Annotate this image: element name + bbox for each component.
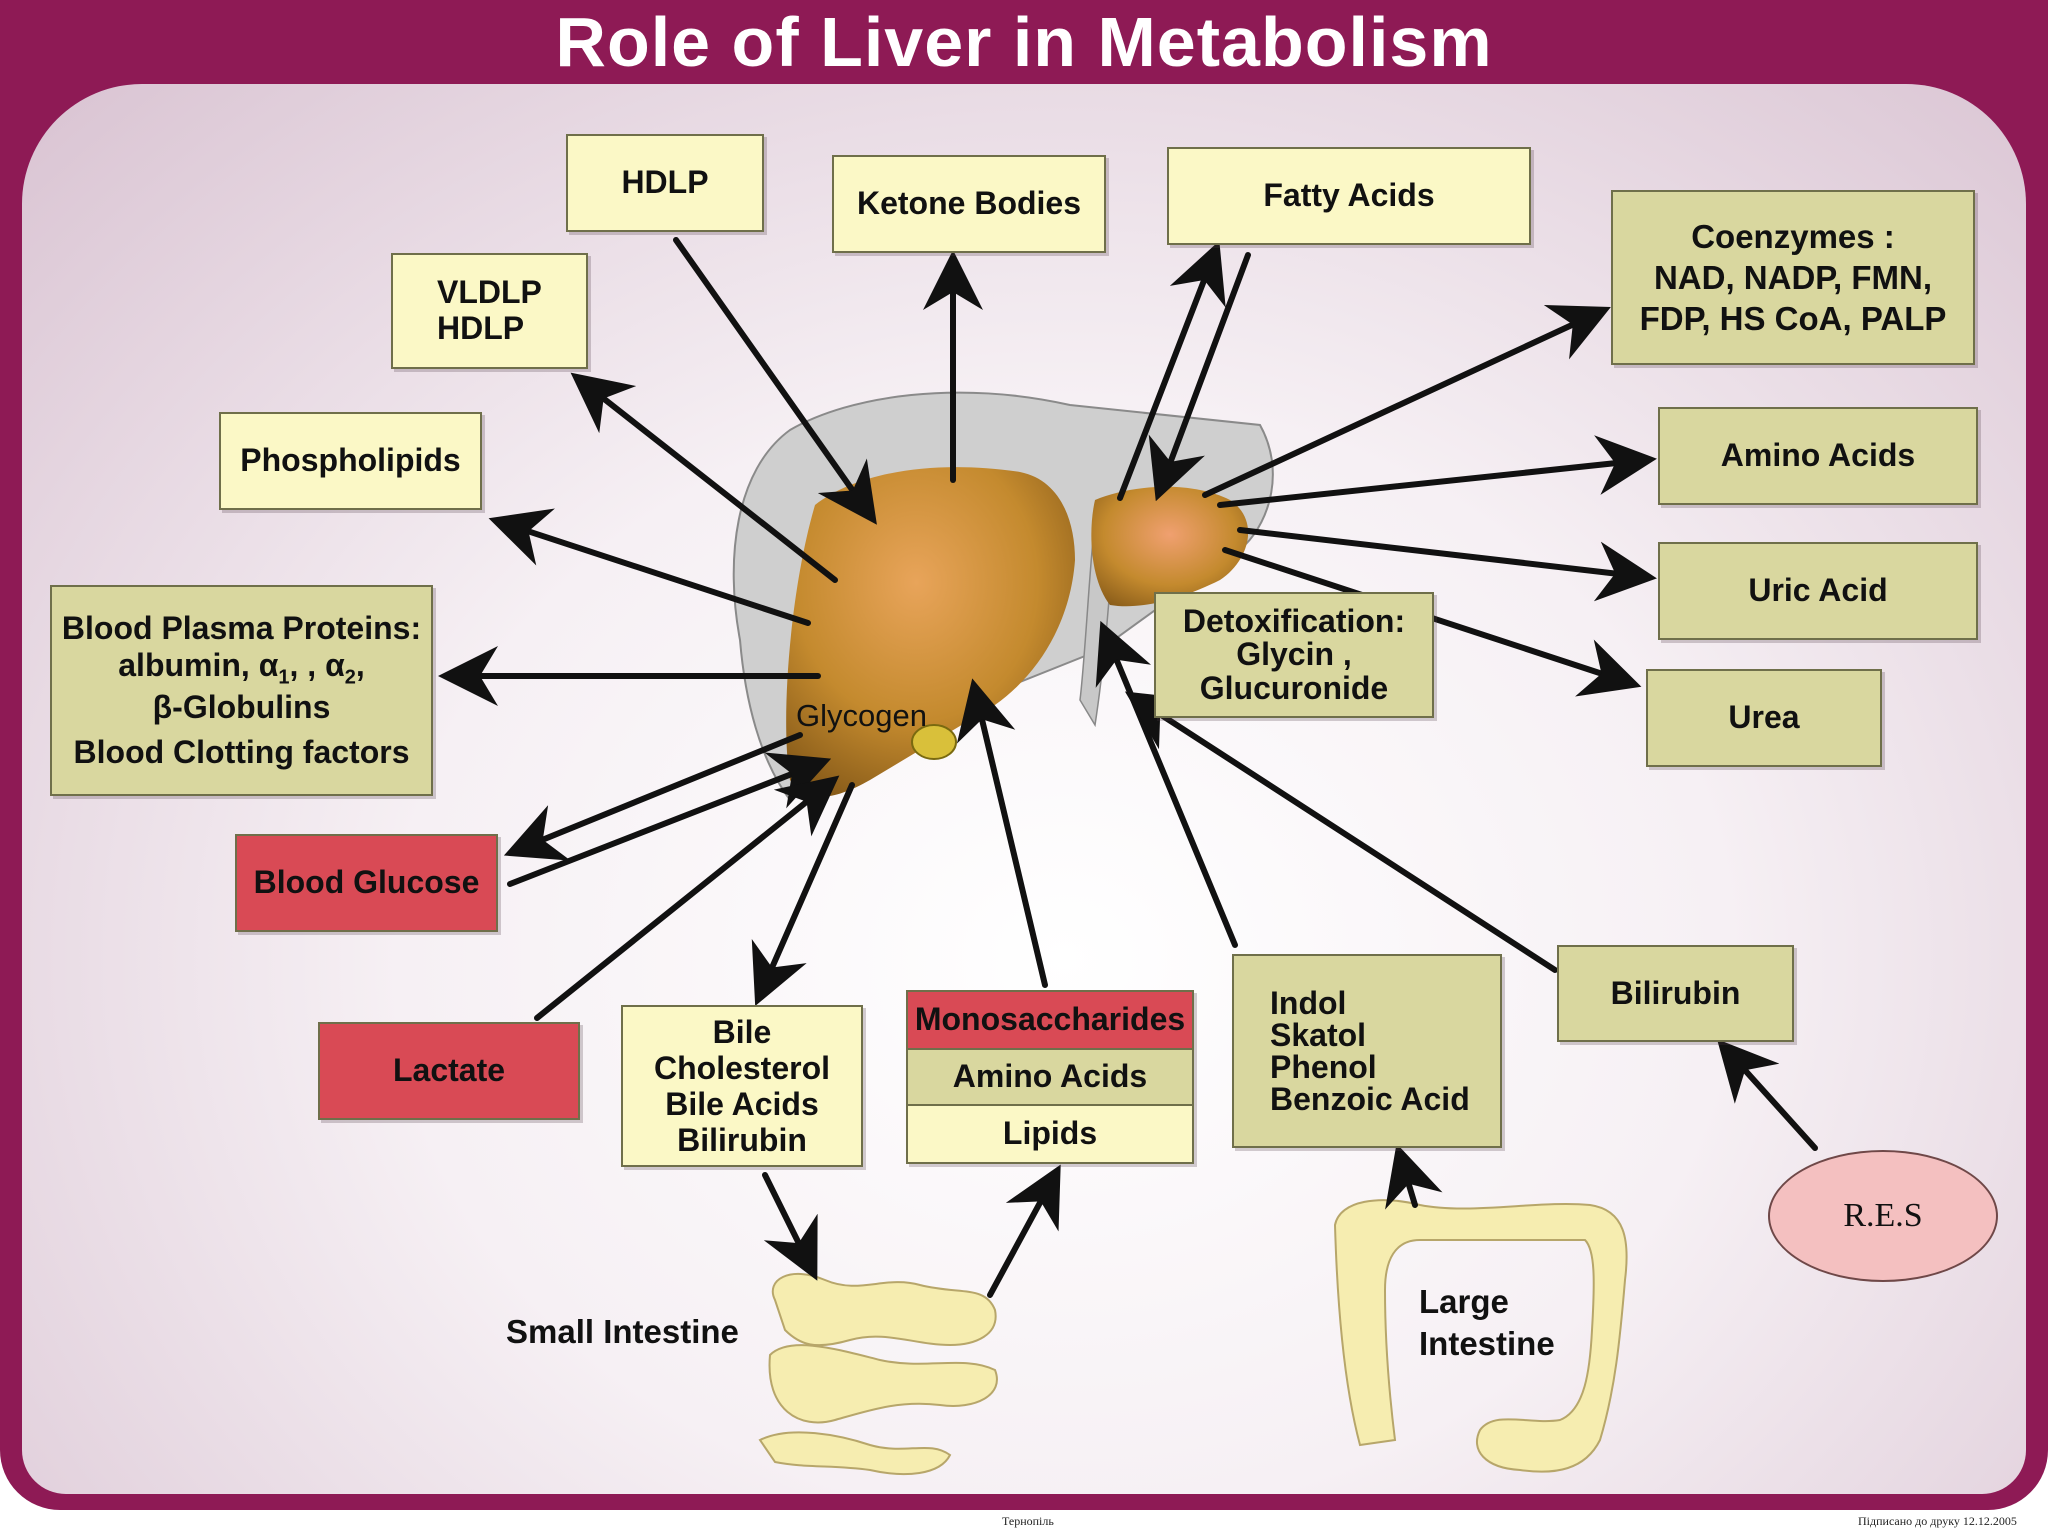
- bile-acids: Bile Acids: [665, 1086, 819, 1122]
- arrow-small-intestine-to-mono: [987, 1164, 1061, 1298]
- arrow-to-glucose: [503, 732, 803, 861]
- ketone-bodies-box: Ketone Bodies: [832, 155, 1106, 253]
- lipids-row: Lipids: [908, 1104, 1192, 1162]
- footer-center-text: Тернопіль: [1002, 1514, 1054, 1528]
- lipids-label: Lipids: [1002, 1115, 1098, 1152]
- monosaccharides-label: Monosaccharides: [914, 1001, 1186, 1038]
- arrow-to-bile: [751, 782, 855, 1006]
- bilirubin-box: Bilirubin: [1557, 945, 1794, 1042]
- vldlp-box: VLDLP HDLP: [391, 253, 588, 369]
- small-intestine-label: Small Intestine: [506, 1313, 739, 1350]
- hdlp-box: HDLP: [566, 134, 764, 232]
- arrow-to-uric: [1237, 527, 1657, 602]
- large-intestine-label-2: Intestine: [1419, 1325, 1555, 1362]
- amino-acids-out-box: Amino Acids: [1658, 407, 1978, 505]
- benzoic-acid-label: Benzoic Acid: [1270, 1081, 1470, 1117]
- amino-acids-in-label: Amino Acids: [952, 1058, 1148, 1095]
- indol-box: Indol Skatol Phenol Benzoic Acid: [1232, 954, 1502, 1148]
- arrow-to-fatty: [1117, 240, 1226, 501]
- uric-acid-box: Uric Acid: [1658, 542, 1978, 640]
- page-title: Role of Liver in Metabolism: [555, 3, 1493, 81]
- detoxification-glycin: Glycin ,: [1236, 636, 1352, 673]
- glycogen-label: Glycogen: [796, 698, 927, 733]
- plasma-proteins-title: Blood Plasma Proteins:: [61, 609, 422, 646]
- bile-bilirubin: Bilirubin: [677, 1122, 807, 1159]
- arrow-from-bilirubin: [1124, 691, 1558, 973]
- arrow-from-fatty: [1148, 252, 1251, 502]
- vldlp-label: VLDLP: [437, 274, 542, 311]
- bilirubin-label: Bilirubin: [1610, 974, 1741, 1011]
- arrow-bile-to-small-intestine: [762, 1172, 818, 1281]
- blood-glucose-box: Blood Glucose: [235, 834, 498, 932]
- arrow-from-mono: [956, 678, 1048, 988]
- plasma-proteins-box: Blood Plasma Proteins: albumin, α1, , α2…: [50, 585, 433, 796]
- arrow-to-phospholipids: [488, 508, 811, 626]
- detoxification-glucuronide: Glucuronide: [1199, 669, 1389, 706]
- plasma-proteins-clotting: Blood Clotting factors: [73, 734, 410, 771]
- arrow-to-vldlp: [570, 372, 838, 583]
- bile-label: Bile: [712, 1013, 772, 1050]
- plasma-proteins-albumin: albumin, α1, , α2,: [118, 646, 365, 689]
- arrows: [438, 237, 1818, 1298]
- detoxification-title: Detoxification:: [1182, 602, 1406, 639]
- hdlp-label: HDLP: [621, 164, 709, 201]
- indol-label: Indol: [1270, 985, 1347, 1021]
- footer-right-text: Підписано до друку 12.12.2005: [1858, 1514, 2017, 1528]
- arrow-res-to-bilirubin: [1716, 1039, 1818, 1151]
- coenzymes-box: Coenzymes : NAD, NADP, FMN, FDP, HS CoA,…: [1611, 190, 1975, 365]
- bile-box: Bile Cholesterol Bile Acids Bilirubin: [621, 1005, 863, 1167]
- res-ellipse: R.E.S: [1768, 1150, 1998, 1282]
- large-intestine-illustration: [1333, 1199, 1628, 1473]
- vldlp-hdlp-label: HDLP: [437, 310, 525, 346]
- large-intestine-label-1: Large: [1419, 1283, 1509, 1320]
- fatty-acids-box: Fatty Acids: [1167, 147, 1531, 245]
- arrow-from-lactate: [534, 775, 840, 1021]
- coenzymes-line-2: NAD, NADP, FMN,: [1653, 258, 1933, 296]
- arrow-from-glucose: [507, 752, 832, 887]
- arrow-to-coenzymes: [1202, 304, 1611, 498]
- coenzymes-title: Coenzymes :: [1691, 217, 1895, 255]
- urea-label: Urea: [1728, 699, 1800, 736]
- lactate-label: Lactate: [392, 1052, 506, 1089]
- amino-acids-in-row: Amino Acids: [908, 1048, 1192, 1104]
- phospholipids-label: Phospholipids: [240, 442, 461, 479]
- lactate-box: Lactate: [318, 1022, 580, 1120]
- monosaccharides-row: Monosaccharides: [908, 992, 1192, 1048]
- detoxification-box: Detoxification: Glycin , Glucuronide: [1154, 592, 1434, 718]
- plasma-proteins-globulins: β-Globulins: [152, 689, 331, 726]
- res-label: R.E.S: [1843, 1197, 1923, 1234]
- phospholipids-box: Phospholipids: [219, 412, 482, 510]
- skatol-label: Skatol: [1270, 1017, 1367, 1053]
- blood-glucose-label: Blood Glucose: [253, 864, 480, 901]
- amino-acids-out-label: Amino Acids: [1720, 437, 1916, 474]
- uric-acid-label: Uric Acid: [1748, 572, 1888, 609]
- ketone-bodies-label: Ketone Bodies: [856, 185, 1082, 222]
- arrow-from-indol: [1095, 620, 1238, 948]
- absorbed-nutrients-box: Monosaccharides Amino Acids Lipids: [906, 990, 1194, 1164]
- phenol-label: Phenol: [1270, 1049, 1377, 1085]
- coenzymes-line-3: FDP, HS CoA, PALP: [1639, 300, 1947, 338]
- bile-cholesterol: Cholesterol: [653, 1049, 831, 1086]
- fatty-acids-label: Fatty Acids: [1263, 177, 1435, 214]
- urea-box: Urea: [1646, 669, 1882, 767]
- arrow-to-amino-out: [1217, 435, 1657, 508]
- small-intestine-illustration: [758, 1272, 998, 1476]
- arrow-hdlp-in: [673, 237, 877, 525]
- arrow-large-intestine-to-indol: [1385, 1143, 1443, 1210]
